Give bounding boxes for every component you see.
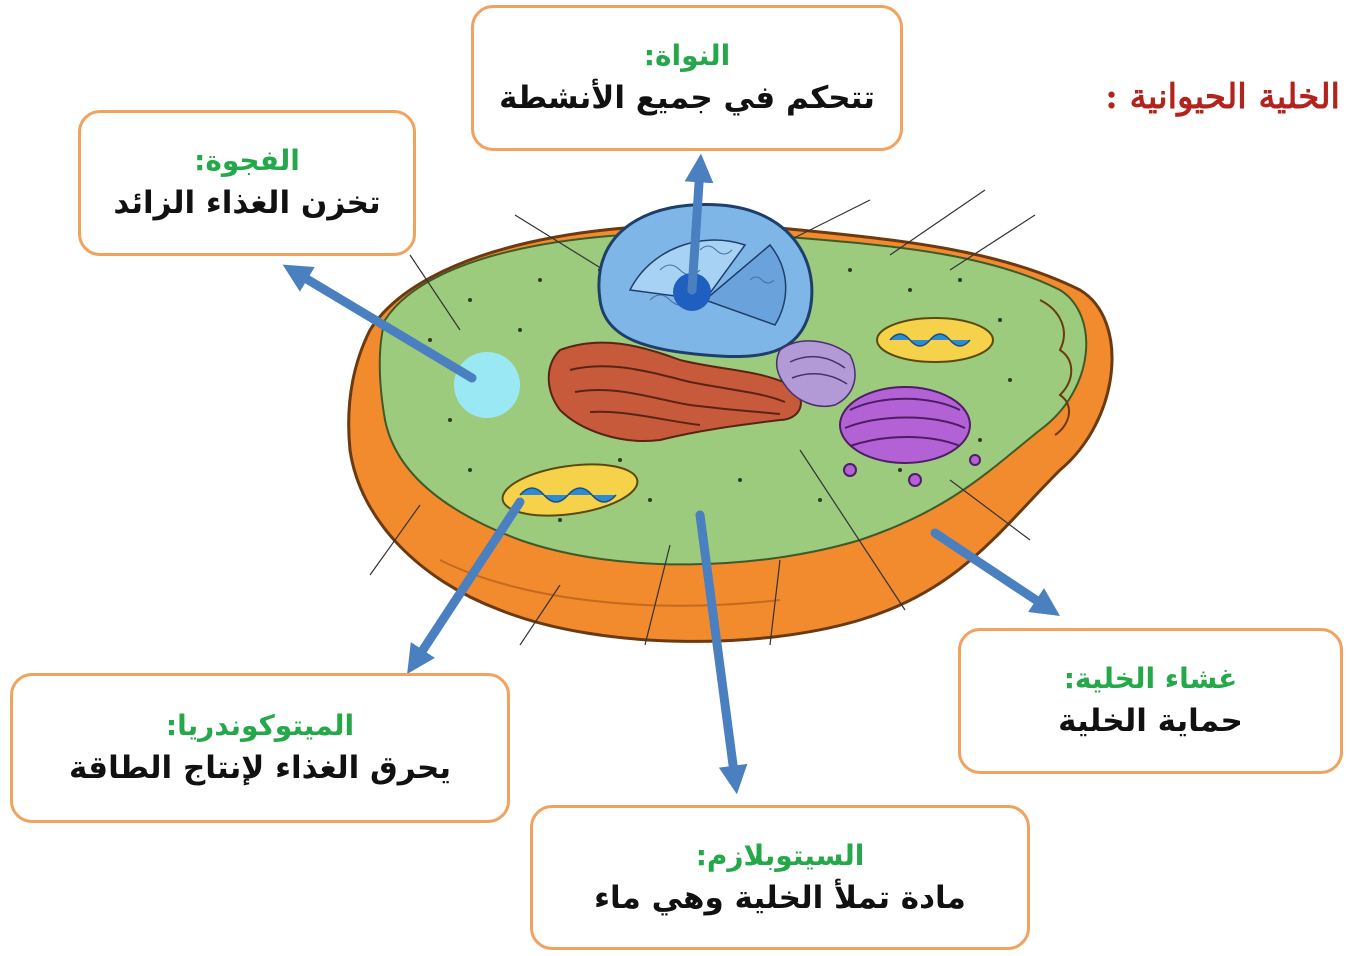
nucleus-label-desc: تتحكم في جميع الأنشطة — [499, 76, 875, 120]
vacuole-label-box: الفجوة: تخزن الغذاء الزائد — [78, 110, 416, 256]
mitochondria-label-name: الميتوكوندريا: — [166, 706, 354, 746]
page-title: الخلية الحيوانية : — [1020, 72, 1340, 122]
cytoplasm-label-desc: مادة تملأ الخلية وهي ماء — [594, 876, 966, 920]
cytoplasm-label-box: السيتوبلازم: مادة تملأ الخلية وهي ماء — [530, 805, 1030, 950]
membrane-label-box: غشاء الخلية: حماية الخلية — [958, 628, 1343, 774]
mitochondria-label-desc: يحرق الغذاء لإنتاج الطاقة — [69, 746, 451, 790]
nucleus-label-box: النواة: تتحكم في جميع الأنشطة — [471, 5, 903, 151]
cytoplasm-label-name: السيتوبلازم: — [696, 836, 865, 876]
mitochondria-label-box: الميتوكوندريا: يحرق الغذاء لإنتاج الطاقة — [10, 673, 510, 823]
nucleus — [599, 204, 812, 356]
nucleus-label-name: النواة: — [644, 36, 730, 76]
vacuole — [454, 352, 520, 418]
vacuole-label-desc: تخزن الغذاء الزائد — [113, 181, 380, 225]
mitochondrion-upper — [877, 318, 993, 362]
membrane-label-name: غشاء الخلية: — [1064, 659, 1238, 699]
membrane-label-desc: حماية الخلية — [1058, 699, 1243, 743]
vacuole-label-name: الفجوة: — [194, 141, 300, 181]
